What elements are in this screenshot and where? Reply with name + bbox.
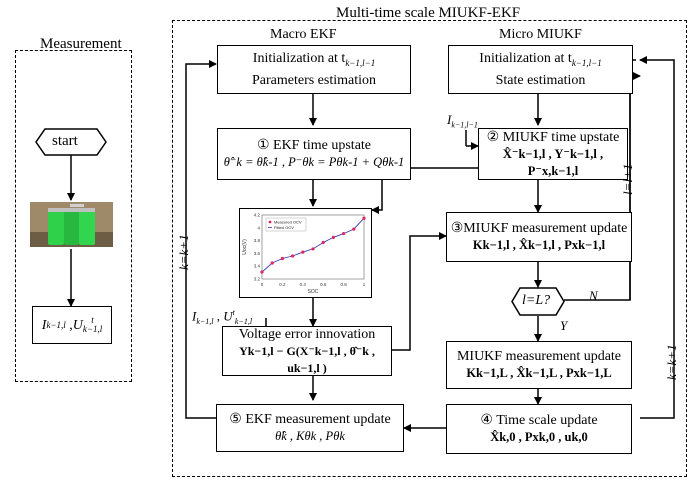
y-tick-label: 3.6 [254, 251, 261, 256]
data-point-measured-ocv [352, 227, 356, 231]
y-axis-label: Uoc(V) [242, 239, 248, 255]
legend-marker-measured [268, 220, 272, 224]
measurement-title: Measurement [40, 36, 122, 52]
data-point-measured-ocv [311, 247, 315, 251]
data-point-measured-ocv [362, 216, 366, 220]
y-tick-label: 3.2 [254, 277, 261, 282]
y-tick-label: 3.4 [254, 264, 261, 269]
arrow-voltage-to-miukfmeas [392, 232, 447, 351]
time-scale-update-box: ④ Time scale update X̂k,0 , Pxk,0 , uk,0 [446, 404, 632, 454]
x-tick-label: 1 [363, 282, 366, 287]
macro-title: Macro EKF [270, 27, 337, 42]
label-no: N [589, 288, 598, 303]
decision-node [511, 287, 565, 316]
legend-box [265, 217, 307, 232]
data-point-measured-ocv [270, 261, 274, 265]
data-point-measured-ocv [321, 240, 325, 245]
x-tick-label: 0.6 [320, 282, 327, 287]
micro-init-box: Initialization at tk−1,l−1 State estimat… [448, 45, 633, 94]
arrow-timescale-right-loop [639, 56, 675, 419]
arrow-miukftime-to-plot [371, 167, 478, 214]
label-k-update-left: k=k+1 [176, 234, 191, 270]
y-tick-label: 4 [257, 225, 260, 230]
outer-frame-title: Multi-time scale MIUKF-EKF [336, 5, 521, 21]
x-tick-label: 0.2 [279, 282, 286, 287]
data-point-measured-ocv [260, 270, 264, 274]
micro-title: Micro MIUKF [499, 27, 582, 42]
data-point-measured-ocv [331, 235, 335, 239]
data-point-measured-ocv [342, 231, 346, 236]
input-current-micro: Ik−1,l−1 [447, 112, 478, 130]
miukf-measurement-update-box: ③MIUKF measurement update Kk−1,l , X̂k−1… [446, 212, 632, 262]
data-point-measured-ocv [280, 256, 284, 261]
start-terminal [35, 128, 107, 156]
battery-photo [30, 202, 113, 247]
miukf-measurement-update-final-box: MIUKF measurement update Kk−1,L , X̂k−1,… [446, 341, 632, 389]
input-current-voltage-macro: Ik−1,l , Utk−1,l [192, 308, 253, 326]
multi-time-scale-frame [172, 20, 687, 477]
x-tick-label: 0.8 [340, 282, 347, 287]
start-label: start [52, 133, 78, 149]
voltage-error-innovation-box: Voltage error innovation Yk−1,l − G(X⁻k−… [222, 326, 392, 376]
label-yes: Y [560, 318, 568, 333]
x-tick-label: 0.4 [300, 282, 307, 287]
plot-area [261, 214, 365, 280]
decision-label: l=L? [522, 293, 551, 308]
arrow-ekfmeas-left-loop [185, 60, 217, 419]
data-point-measured-ocv [291, 254, 295, 258]
miukf-time-update-box: ② MIUKF time upstate X̂⁻k−1,l , Y⁻k−1,l … [478, 128, 628, 180]
legend-label-fitted: Fitted OCV [274, 225, 294, 230]
label-k-update-right: k=k+1 [664, 344, 679, 380]
macro-init-box: Initialization at tk−1,l−1 Parameters es… [217, 45, 411, 94]
ekf-time-update-box: ① EKF time upstate θ̂⁻k = θ̂k-1 , P⁻θk =… [217, 128, 411, 180]
x-tick-label: 0 [261, 282, 264, 287]
measurement-frame [15, 50, 132, 382]
x-axis-label: SOC [308, 289, 319, 295]
y-tick-label: 4.2 [254, 213, 261, 218]
legend-label-measured: Measured OCV [274, 220, 302, 225]
label-l-update: l=l+1 [620, 163, 635, 195]
y-tick-label: 3.8 [254, 238, 261, 243]
ekf-measurement-update-box: ⑤ EKF measurement update θ̂k , Kθk , Pθk [216, 404, 404, 452]
data-point-measured-ocv [301, 250, 305, 254]
